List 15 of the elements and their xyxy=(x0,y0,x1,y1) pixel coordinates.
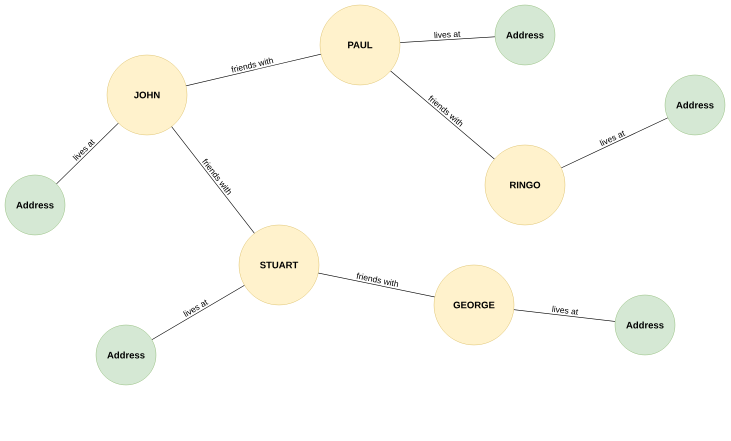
connector-line xyxy=(561,118,668,168)
connector-line xyxy=(171,126,255,234)
connector-line xyxy=(56,122,119,184)
connector-line xyxy=(390,70,495,160)
connector-line xyxy=(400,36,496,43)
edge-label: friends with xyxy=(231,58,274,72)
connector-line xyxy=(514,309,616,322)
connector-line xyxy=(152,285,245,340)
edge-label: lives at xyxy=(552,306,578,315)
edge-label: lives at xyxy=(183,300,208,317)
edge-label: friends with xyxy=(356,272,398,287)
connector-line xyxy=(186,54,322,86)
edge-label: lives at xyxy=(434,31,460,38)
edge-label: lives at xyxy=(599,130,626,146)
connector-line xyxy=(318,272,435,298)
